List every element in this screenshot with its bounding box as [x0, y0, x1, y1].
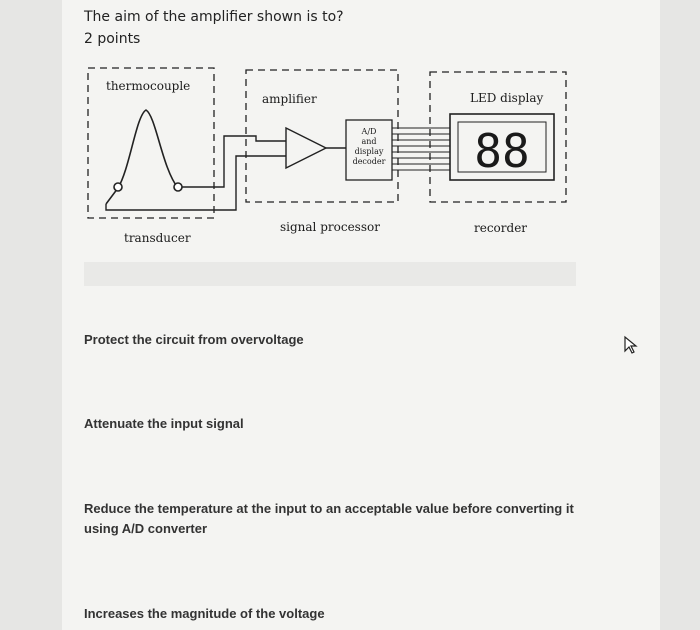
- signal-processor-box: [245, 69, 399, 203]
- thermocouple-terminal-left: [113, 182, 123, 192]
- question-text: The aim of the amplifier shown is to?: [84, 9, 344, 25]
- led-display-label: LED display: [470, 91, 544, 105]
- mouse-pointer-icon: [624, 335, 638, 354]
- transducer-label: transducer: [124, 231, 191, 245]
- signal-wire: [182, 135, 286, 188]
- option-reduce-temperature[interactable]: Reduce the temperature at the input to a…: [84, 501, 574, 536]
- thermocouple-terminal-right: [173, 182, 183, 192]
- led-display-panel: [449, 113, 555, 181]
- amplifier-system-diagram: thermocouple amplifier LED display A/D a…: [87, 67, 567, 245]
- points-label: 2 points: [84, 31, 141, 47]
- ground-wire: [105, 155, 286, 211]
- option-increase-voltage[interactable]: Increases the magnitude of the voltage: [84, 606, 325, 621]
- amplifier-symbol: [285, 126, 328, 170]
- option-attenuate-signal[interactable]: Attenuate the input signal: [84, 416, 244, 431]
- answer-area-shade: [84, 262, 576, 286]
- data-bus: [392, 127, 450, 171]
- svg-text:decoder: decoder: [353, 157, 386, 166]
- thermocouple-label: thermocouple: [106, 79, 190, 93]
- ad-decoder-block: [345, 119, 393, 181]
- thermocouple-junction: [117, 109, 179, 189]
- svg-text:display: display: [355, 147, 384, 156]
- led-digits: 88: [474, 124, 529, 178]
- signal-processor-label: signal processor: [280, 220, 380, 234]
- transducer-box: [87, 67, 215, 219]
- svg-text:and: and: [361, 137, 376, 146]
- option-protect-circuit[interactable]: Protect the circuit from overvoltage: [84, 332, 304, 347]
- recorder-label: recorder: [474, 221, 527, 235]
- question-card: [62, 0, 660, 630]
- amplifier-label: amplifier: [262, 92, 317, 106]
- svg-text:A/D: A/D: [361, 127, 377, 136]
